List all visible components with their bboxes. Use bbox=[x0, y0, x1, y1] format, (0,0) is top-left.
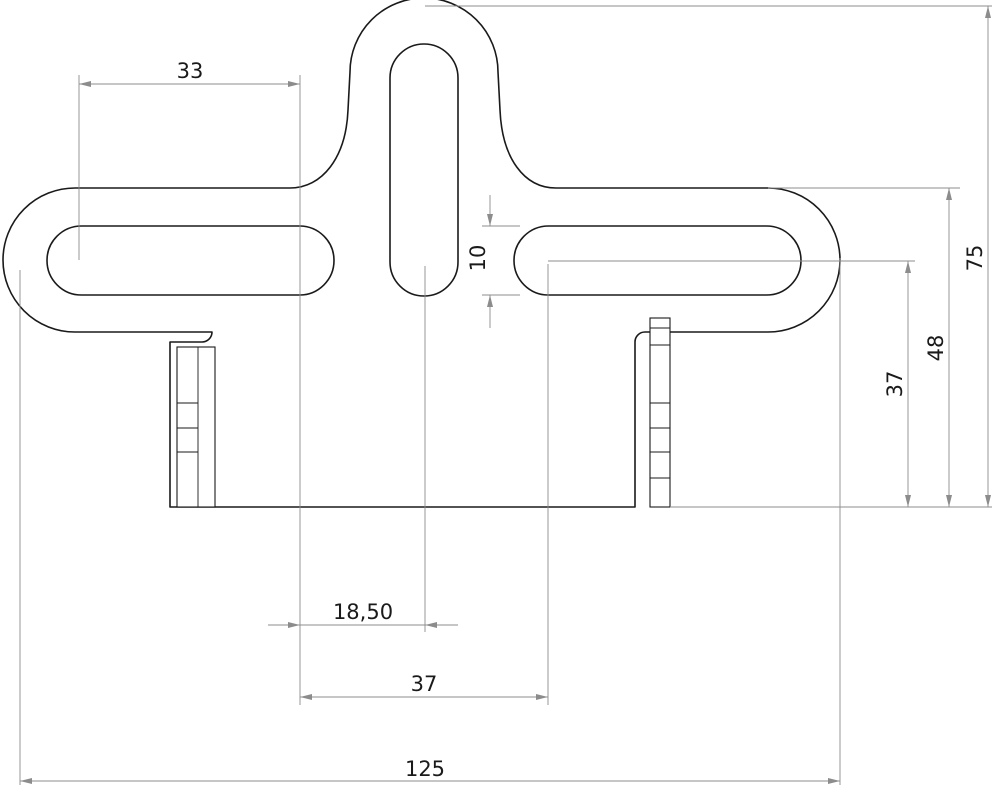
dim-75-arrow-bottom bbox=[985, 495, 991, 507]
left-hinge bbox=[176, 346, 216, 508]
dim-10-arrow-top bbox=[487, 214, 493, 226]
dim-slot-center-height-label: 37 bbox=[883, 371, 907, 398]
dim-slot-width-label: 33 bbox=[177, 59, 204, 83]
dim-37v-arrow-top bbox=[905, 261, 911, 273]
dim-75-arrow-top bbox=[985, 6, 991, 18]
right-hinge-outer bbox=[649, 317, 671, 508]
dim-48-arrow-bottom bbox=[946, 495, 952, 507]
dim-125-arrow-right bbox=[828, 778, 840, 784]
right-slot bbox=[513, 225, 802, 296]
dim-overall-height-label: 75 bbox=[963, 245, 987, 272]
dim-125-arrow-left bbox=[20, 778, 32, 784]
dim-center-offset-label: 18,50 bbox=[333, 600, 393, 624]
left-slot bbox=[46, 225, 335, 296]
dimension-labels: 33 10 75 48 37 18,50 37 125 bbox=[177, 59, 987, 781]
dim-37h-arrow-right bbox=[536, 694, 548, 700]
dim-37v-arrow-bottom bbox=[905, 495, 911, 507]
extension-lines bbox=[19, 5, 992, 785]
left-hinge-outer bbox=[176, 346, 216, 508]
dim-1850-arrow-left bbox=[288, 622, 300, 628]
dim-33-arrow-right bbox=[288, 81, 300, 87]
dim-48-arrow-top bbox=[946, 188, 952, 200]
dim-overall-width-label: 125 bbox=[405, 757, 445, 781]
right-hinge bbox=[649, 317, 671, 508]
dimension-lines bbox=[20, 6, 991, 784]
top-slot bbox=[389, 43, 459, 297]
dim-10-arrow-bottom bbox=[487, 295, 493, 307]
dim-arm-height-label: 48 bbox=[924, 335, 948, 362]
slots bbox=[46, 43, 802, 297]
dim-slot-spacing-label: 37 bbox=[411, 672, 438, 696]
dim-33-arrow-left bbox=[79, 81, 91, 87]
dim-37h-arrow-left bbox=[300, 694, 312, 700]
dim-slot-height-label: 10 bbox=[466, 245, 490, 272]
dim-1850-arrow-right bbox=[425, 622, 437, 628]
